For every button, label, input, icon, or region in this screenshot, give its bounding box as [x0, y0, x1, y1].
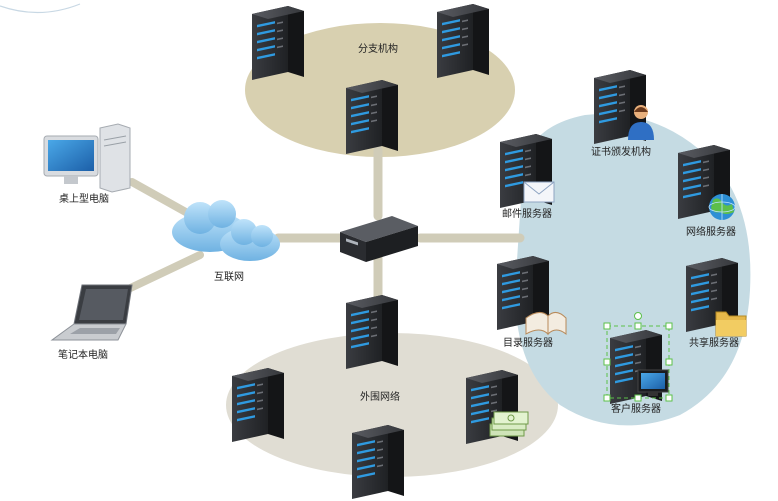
- laptop-icon: [50, 284, 133, 341]
- router-icon: [340, 216, 418, 262]
- desktop-computer-icon: [43, 123, 131, 193]
- external-server-1-icon: [346, 295, 398, 369]
- label-web-server: 网络服务器: [686, 225, 736, 238]
- label-desktop: 桌上型电脑: [59, 192, 109, 205]
- mail-envelope-icon: [523, 181, 555, 203]
- branch-server-1-icon: [252, 6, 304, 80]
- external-server-4-icon: [352, 425, 404, 499]
- monitor-icon: [637, 369, 669, 396]
- label-shared-server: 共享服务器: [689, 336, 739, 349]
- label-internet: 互联网: [214, 271, 244, 283]
- decorative-arc: [0, 3, 81, 14]
- folder-icon: [715, 311, 747, 337]
- label-branch: 分支机构: [358, 42, 398, 55]
- label-cert-authority: 证书颁发机构: [591, 145, 651, 158]
- label-external-network: 外围网络: [360, 390, 400, 403]
- money-icon: [489, 411, 529, 437]
- label-directory-server: 目录服务器: [503, 336, 553, 349]
- branch-server-2-icon: [437, 4, 489, 78]
- label-laptop: 笔记本电脑: [58, 348, 108, 361]
- label-mail-server: 邮件服务器: [502, 207, 552, 220]
- book-icon: [525, 312, 567, 336]
- globe-icon: [708, 194, 736, 220]
- external-server-2-icon: [232, 368, 284, 442]
- selection-box[interactable]: [603, 312, 673, 402]
- label-client-server: 客户服务器: [611, 402, 661, 415]
- cloud-icon: [172, 200, 280, 261]
- branch-server-3-icon: [346, 80, 398, 154]
- user-icon: [628, 105, 654, 140]
